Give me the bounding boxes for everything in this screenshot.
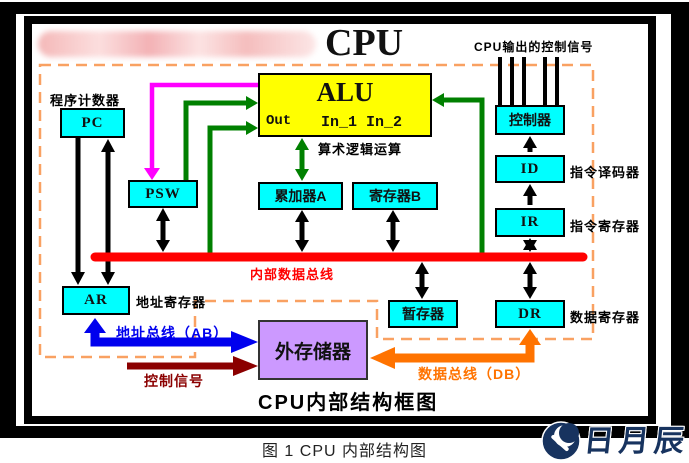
control-signals-out-label: CPU输出的控制信号 — [474, 40, 594, 54]
address-bus-label: 地址总线（AB） — [116, 325, 229, 341]
register-b-label: 寄存器B — [368, 188, 422, 204]
outer-border-frame — [0, 2, 689, 438]
temp-register-box: 暂存器 — [388, 300, 458, 328]
dr-box-label: DR — [518, 305, 542, 322]
data-register-label: 数据寄存器 — [570, 310, 641, 325]
figure-caption: 图 1 CPU 内部结构图 — [261, 443, 428, 460]
ar-box: AR — [62, 286, 130, 315]
alu-input-ports-label: In_1 In_2 — [320, 114, 402, 131]
psw-box: PSW — [128, 180, 198, 208]
sun-moon-logo-icon — [541, 421, 581, 461]
id-box: ID — [495, 155, 565, 183]
alu-box: ALU Out In_1 In_2 — [258, 73, 432, 137]
id-box-label: ID — [520, 160, 540, 177]
alu-out-port-label: Out — [266, 113, 292, 129]
register-b-box: 寄存器B — [352, 182, 438, 210]
dr-box: DR — [495, 300, 565, 328]
program-counter-label: 程序计数器 — [50, 93, 121, 108]
pc-box: PC — [60, 108, 125, 138]
accumulator-a-label: 累加器A — [274, 188, 327, 204]
cpu-title: CPU — [325, 22, 404, 64]
data-bus-label: 数据总线（DB） — [418, 366, 531, 382]
instruction-register-label: 指令寄存器 — [570, 219, 641, 234]
instruction-decoder-label: 指令译码器 — [570, 165, 641, 180]
pc-box-label: PC — [81, 114, 104, 131]
temp-register-label: 暂存器 — [402, 306, 444, 322]
redacted-watermark-blob — [38, 31, 316, 57]
alu-name: ALU — [316, 77, 374, 107]
external-memory-label: 外存储器 — [274, 341, 351, 363]
accumulator-a-box: 累加器A — [258, 182, 343, 210]
psw-box-label: PSW — [145, 185, 181, 202]
external-memory-box: 外存储器 — [258, 320, 368, 380]
ar-box-label: AR — [84, 292, 108, 308]
ir-box: IR — [495, 208, 565, 237]
controller-label: 控制器 — [509, 112, 551, 128]
alu-caption: 算术逻辑运算 — [318, 142, 403, 157]
address-register-label: 地址寄存器 — [136, 295, 207, 310]
internal-data-bus-label: 内部数据总线 — [250, 267, 335, 282]
controller-box: 控制器 — [495, 105, 565, 135]
control-signal-label: 控制信号 — [144, 373, 204, 389]
diagram-caption: CPU内部结构框图 — [258, 392, 439, 414]
watermark-text: 日月辰 — [582, 424, 689, 458]
ir-box-label: IR — [520, 214, 540, 230]
site-watermark: 日月辰 — [541, 421, 689, 462]
